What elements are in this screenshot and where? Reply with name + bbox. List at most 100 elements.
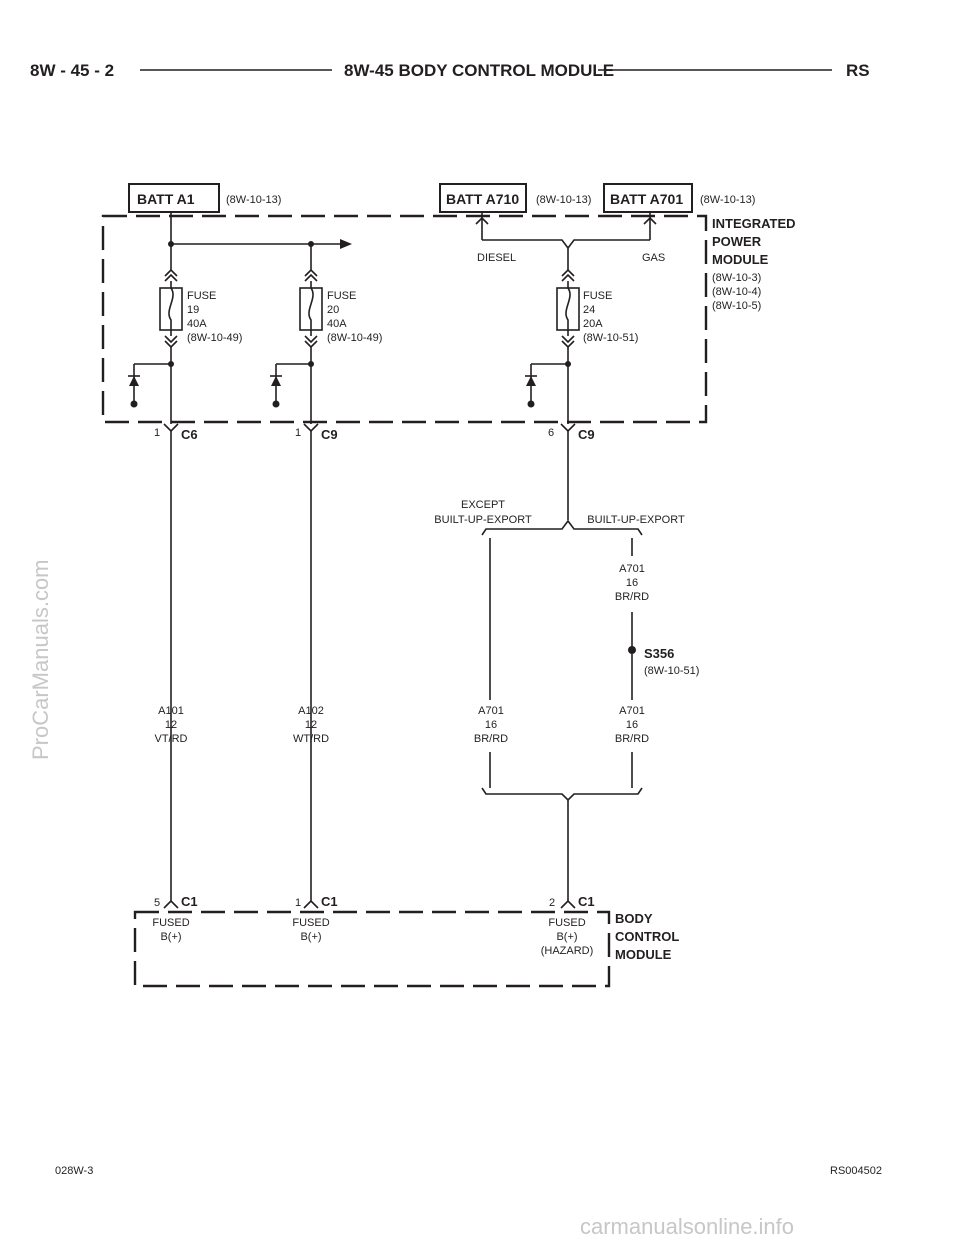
svg-text:A701: A701 bbox=[478, 705, 504, 717]
option-gas: GAS bbox=[642, 252, 665, 264]
svg-text:A701: A701 bbox=[619, 705, 645, 717]
fuse-rating: 20A bbox=[583, 318, 603, 330]
vehicle-code: RS bbox=[846, 61, 870, 80]
svg-text:WT/RD: WT/RD bbox=[293, 733, 329, 745]
fuse-number: 20 bbox=[327, 304, 339, 316]
wire-a701-except: A701 16 BR/RD bbox=[474, 705, 508, 745]
svg-text:MODULE: MODULE bbox=[615, 947, 672, 962]
source-ref: (8W-10-13) bbox=[226, 194, 281, 206]
source-ref: (8W-10-13) bbox=[700, 194, 755, 206]
svg-text:(8W-10-4): (8W-10-4) bbox=[712, 286, 761, 298]
svg-text:12: 12 bbox=[165, 719, 177, 731]
svg-text:BR/RD: BR/RD bbox=[615, 733, 649, 745]
svg-text:(HAZARD): (HAZARD) bbox=[541, 945, 594, 957]
branch-builtup: BUILT-UP-EXPORT bbox=[587, 514, 685, 526]
wire-a102: A102 12 WT/RD bbox=[293, 705, 329, 745]
fuse-ref: (8W-10-51) bbox=[583, 332, 638, 344]
ipm-connector-c9-pin1: 1 C9 bbox=[295, 410, 338, 880]
svg-text:16: 16 bbox=[626, 577, 638, 589]
wire-a701-splice: A701 16 BR/RD bbox=[615, 705, 649, 745]
fuse-20: FUSE 20 40A (8W-10-49) bbox=[270, 268, 382, 410]
svg-text:POWER: POWER bbox=[712, 234, 762, 249]
svg-text:16: 16 bbox=[626, 719, 638, 731]
bcm-connector-c1-pin2: 2 C1 FUSED B(+) (HAZARD) bbox=[541, 880, 595, 957]
bcm-connector-c1-pin1: 1 C1 FUSED B(+) bbox=[292, 880, 338, 943]
fuse-rating: 40A bbox=[187, 318, 207, 330]
fuse-19: FUSE 19 40A (8W-10-49) bbox=[128, 268, 242, 410]
page-number: 8W - 45 - 2 bbox=[30, 61, 114, 80]
source-batt-a1: BATT A1 (8W-10-13) bbox=[128, 183, 281, 213]
svg-text:B(+): B(+) bbox=[556, 931, 577, 943]
fuse-label: FUSE bbox=[583, 290, 612, 302]
svg-text:16: 16 bbox=[485, 719, 497, 731]
svg-text:FUSED: FUSED bbox=[152, 917, 189, 929]
bcm-boundary bbox=[133, 910, 611, 988]
svg-text:(8W-10-5): (8W-10-5) bbox=[712, 300, 761, 312]
option-diesel: DIESEL bbox=[477, 252, 516, 264]
ipm-boundary bbox=[101, 214, 708, 424]
svg-text:(8W-10-3): (8W-10-3) bbox=[712, 272, 761, 284]
svg-text:VT/RD: VT/RD bbox=[155, 733, 188, 745]
connector-pin: 6 bbox=[548, 427, 554, 439]
source-name: BATT A701 bbox=[610, 191, 683, 207]
page-title: 8W-45 BODY CONTROL MODULE bbox=[344, 61, 614, 80]
svg-text:FUSED: FUSED bbox=[548, 917, 585, 929]
connector-name: C9 bbox=[321, 427, 338, 442]
svg-text:12: 12 bbox=[305, 719, 317, 731]
svg-text:BR/RD: BR/RD bbox=[615, 591, 649, 603]
watermark-bottom: carmanualsonline.info bbox=[580, 1214, 794, 1239]
connector-name: C1 bbox=[321, 894, 338, 909]
svg-text:B(+): B(+) bbox=[300, 931, 321, 943]
source-name: BATT A710 bbox=[446, 191, 519, 207]
branch-except-1: EXCEPT bbox=[461, 499, 505, 511]
connector-name: C9 bbox=[578, 427, 595, 442]
svg-text:BODY: BODY bbox=[615, 911, 653, 926]
fuse-24: FUSE 24 20A (8W-10-51) bbox=[525, 268, 638, 410]
batt-a1-bus bbox=[168, 212, 352, 270]
svg-text:B(+): B(+) bbox=[160, 931, 181, 943]
source-batt-a710: BATT A710 (8W-10-13) bbox=[439, 183, 591, 213]
svg-text:INTEGRATED: INTEGRATED bbox=[712, 216, 796, 231]
connector-pin: 1 bbox=[295, 427, 301, 439]
fuse-rating: 40A bbox=[327, 318, 347, 330]
document-id: RS004502 bbox=[830, 1165, 882, 1177]
wire-a701-export: A701 16 BR/RD bbox=[615, 563, 649, 603]
diesel-gas-option: DIESEL GAS bbox=[475, 212, 665, 270]
fuse-ref: (8W-10-49) bbox=[187, 332, 242, 344]
svg-text:MODULE: MODULE bbox=[712, 252, 769, 267]
ipm-connector-c9-pin6: 6 C9 bbox=[548, 410, 595, 520]
svg-text:FUSED: FUSED bbox=[292, 917, 329, 929]
fuse-number: 24 bbox=[583, 304, 595, 316]
connector-name: C6 bbox=[181, 427, 198, 442]
branch-except-2: BUILT-UP-EXPORT bbox=[434, 514, 532, 526]
connector-name: C1 bbox=[181, 894, 198, 909]
splice-ref: (8W-10-51) bbox=[644, 665, 699, 677]
source-batt-a701: BATT A701 (8W-10-13) bbox=[603, 183, 755, 213]
fuse-ref: (8W-10-49) bbox=[327, 332, 382, 344]
connector-pin: 2 bbox=[549, 897, 555, 909]
merge-junction bbox=[481, 752, 643, 880]
figure-id: 028W-3 bbox=[55, 1165, 93, 1177]
splice-name: S356 bbox=[644, 646, 674, 661]
svg-text:A701: A701 bbox=[619, 563, 645, 575]
source-ref: (8W-10-13) bbox=[536, 194, 591, 206]
wire-a101: A101 12 VT/RD bbox=[155, 705, 188, 745]
svg-text:CONTROL: CONTROL bbox=[615, 929, 679, 944]
svg-text:A101: A101 bbox=[158, 705, 184, 717]
export-branch: EXCEPT BUILT-UP-EXPORT BUILT-UP-EXPORT S… bbox=[434, 499, 699, 700]
fuse-label: FUSE bbox=[187, 290, 216, 302]
connector-pin: 5 bbox=[154, 897, 160, 909]
connector-pin: 1 bbox=[154, 427, 160, 439]
fuse-label: FUSE bbox=[327, 290, 356, 302]
ipm-connector-c6-pin1: 1 C6 bbox=[154, 410, 198, 880]
bcm-label: BODY CONTROL MODULE bbox=[615, 911, 679, 962]
svg-text:A102: A102 bbox=[298, 705, 324, 717]
connector-pin: 1 bbox=[295, 897, 301, 909]
ipm-label: INTEGRATED POWER MODULE (8W-10-3) (8W-10… bbox=[712, 216, 796, 312]
fuse-number: 19 bbox=[187, 304, 199, 316]
splice-s356-dot bbox=[628, 646, 636, 654]
source-name: BATT A1 bbox=[137, 191, 195, 207]
watermark-side: ProCarManuals.com bbox=[28, 559, 53, 760]
svg-text:BR/RD: BR/RD bbox=[474, 733, 508, 745]
